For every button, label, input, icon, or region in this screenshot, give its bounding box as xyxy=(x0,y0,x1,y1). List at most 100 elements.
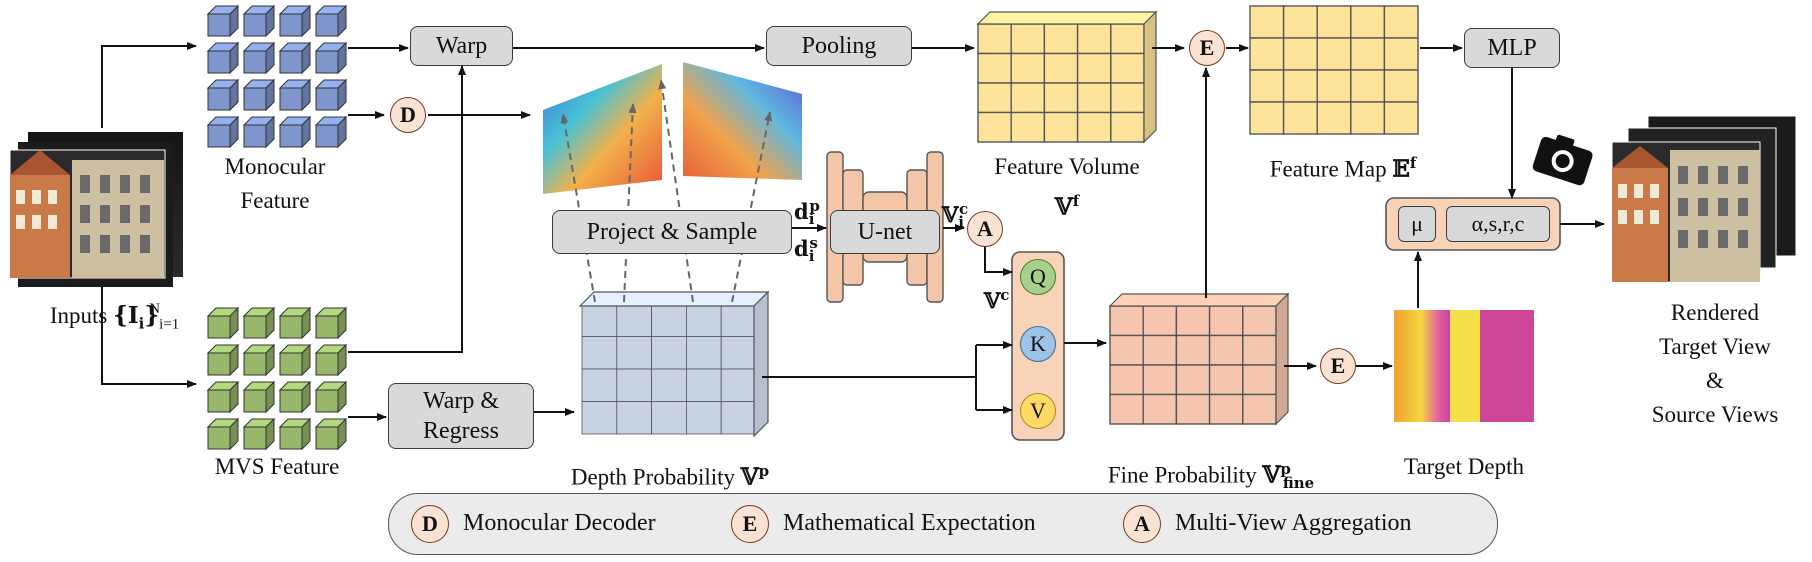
mu-box: μ xyxy=(1398,206,1436,242)
mvs-feature-cube xyxy=(314,306,348,340)
monocular-feature-cube xyxy=(278,4,312,38)
monocular-feature-cube xyxy=(314,115,348,149)
mvs-feature-cube xyxy=(314,380,348,414)
volume-cell xyxy=(1175,393,1211,425)
legend-symbol-e: E xyxy=(731,505,769,543)
volume-cell xyxy=(977,23,1012,55)
volume-cell xyxy=(1010,82,1046,114)
depth-prior-label: dip dis xyxy=(794,197,820,266)
target-depth-label: Target Depth xyxy=(1404,454,1524,479)
feature-map-cell xyxy=(1249,5,1285,39)
volume-cell xyxy=(1208,305,1244,337)
monocular-feature-cube xyxy=(242,115,276,149)
feature-map-cell xyxy=(1282,37,1318,71)
mvs-feature-cube xyxy=(314,343,348,377)
volume-cell xyxy=(1142,334,1178,366)
feature-map-grid xyxy=(1249,5,1419,135)
mvs-feature-cube xyxy=(242,343,276,377)
monocular-feature-cube xyxy=(278,115,312,149)
feature-map-cell xyxy=(1316,69,1352,103)
volume-cell xyxy=(720,303,757,337)
value-node: V xyxy=(1020,393,1056,429)
feature-map-cell xyxy=(1350,5,1386,39)
volume-cell xyxy=(1242,364,1277,396)
feature-map-cell xyxy=(1350,69,1386,103)
monocular-feature-cube xyxy=(206,78,240,112)
volume-cell xyxy=(616,303,652,337)
volume-cell xyxy=(581,303,618,337)
volume-cell xyxy=(1175,364,1211,396)
volume-cell xyxy=(1010,23,1046,55)
legend-text-e: Mathematical Expectation xyxy=(783,510,1036,536)
mvs-feature-cube xyxy=(278,343,312,377)
volume-cell xyxy=(651,336,687,370)
camera-icon xyxy=(1532,134,1593,186)
feature-map-cell xyxy=(1249,69,1285,103)
legend-symbol-a: A xyxy=(1123,505,1161,543)
volume-cell xyxy=(616,368,652,402)
volume-cell xyxy=(651,303,687,337)
mvs-feature-cube xyxy=(242,306,276,340)
volume-cell xyxy=(1043,82,1079,114)
monocular-decoder-op: D xyxy=(390,97,426,133)
volume-cell xyxy=(1242,305,1277,337)
feature-map-cell xyxy=(1316,101,1352,135)
expectation-op-bottom: E xyxy=(1320,348,1356,384)
mvs-feature-cubes xyxy=(206,306,348,451)
pooling-box: Pooling xyxy=(766,26,912,66)
project-sample-box: Project & Sample xyxy=(552,210,792,254)
volume-cell xyxy=(1208,393,1244,425)
vic-label: 𝕍ic xyxy=(942,200,969,232)
volume-cell xyxy=(1076,111,1112,143)
params-box: α,s,r,c xyxy=(1446,206,1550,242)
mlp-box: MLP xyxy=(1464,28,1560,68)
volume-cell xyxy=(977,52,1012,84)
volume-cell xyxy=(581,336,618,370)
feature-map-cell xyxy=(1383,5,1419,39)
feature-map-cell xyxy=(1383,69,1419,103)
mvs-feature-cube xyxy=(206,306,240,340)
monocular-feature-cube xyxy=(242,4,276,38)
fine-probability-grid xyxy=(1108,292,1290,426)
volume-cell xyxy=(686,368,722,402)
feature-map-cell xyxy=(1383,101,1419,135)
volume-cell xyxy=(1142,364,1178,396)
feature-map-cell xyxy=(1316,5,1352,39)
feature-map-cell xyxy=(1350,101,1386,135)
volume-cell xyxy=(651,401,687,435)
legend-symbol-d: D xyxy=(411,505,449,543)
feature-map-cell xyxy=(1282,101,1318,135)
volume-cell xyxy=(1043,23,1079,55)
volume-cell xyxy=(1010,111,1046,143)
mvs-feature-cube xyxy=(314,417,348,451)
volume-cell xyxy=(977,111,1012,143)
warp-box: Warp xyxy=(410,26,513,66)
volume-cell xyxy=(1110,111,1145,143)
monocular-feature-cube xyxy=(314,41,348,75)
feature-volume-grid xyxy=(976,10,1158,144)
volume-cell xyxy=(1043,111,1079,143)
feature-map-cell xyxy=(1282,5,1318,39)
volume-cell xyxy=(581,368,618,402)
volume-cell xyxy=(1142,393,1178,425)
volume-cell xyxy=(1175,305,1211,337)
unet-box: U-net xyxy=(830,210,940,254)
monocular-feature-cube xyxy=(242,78,276,112)
fine-probability-label: Fine Probability 𝕍pfine xyxy=(1107,460,1315,493)
mvs-feature-cube xyxy=(206,417,240,451)
volume-cell xyxy=(1109,364,1144,396)
legend: D Monocular Decoder E Mathematical Expec… xyxy=(388,493,1498,555)
monocular-feature-cube xyxy=(278,41,312,75)
monocular-feature-cube xyxy=(314,4,348,38)
volume-cell xyxy=(720,401,757,435)
volume-cell xyxy=(1142,305,1178,337)
monocular-feature-cube xyxy=(206,4,240,38)
depth-probability-label: Depth Probability 𝕍p xyxy=(570,462,770,491)
volume-cell xyxy=(1109,393,1144,425)
query-node: Q xyxy=(1020,259,1056,295)
feature-map-cell xyxy=(1316,37,1352,71)
feature-map-label: Feature Map 𝔼f xyxy=(1269,154,1417,183)
volume-cell xyxy=(686,336,722,370)
volume-cell xyxy=(1208,364,1244,396)
